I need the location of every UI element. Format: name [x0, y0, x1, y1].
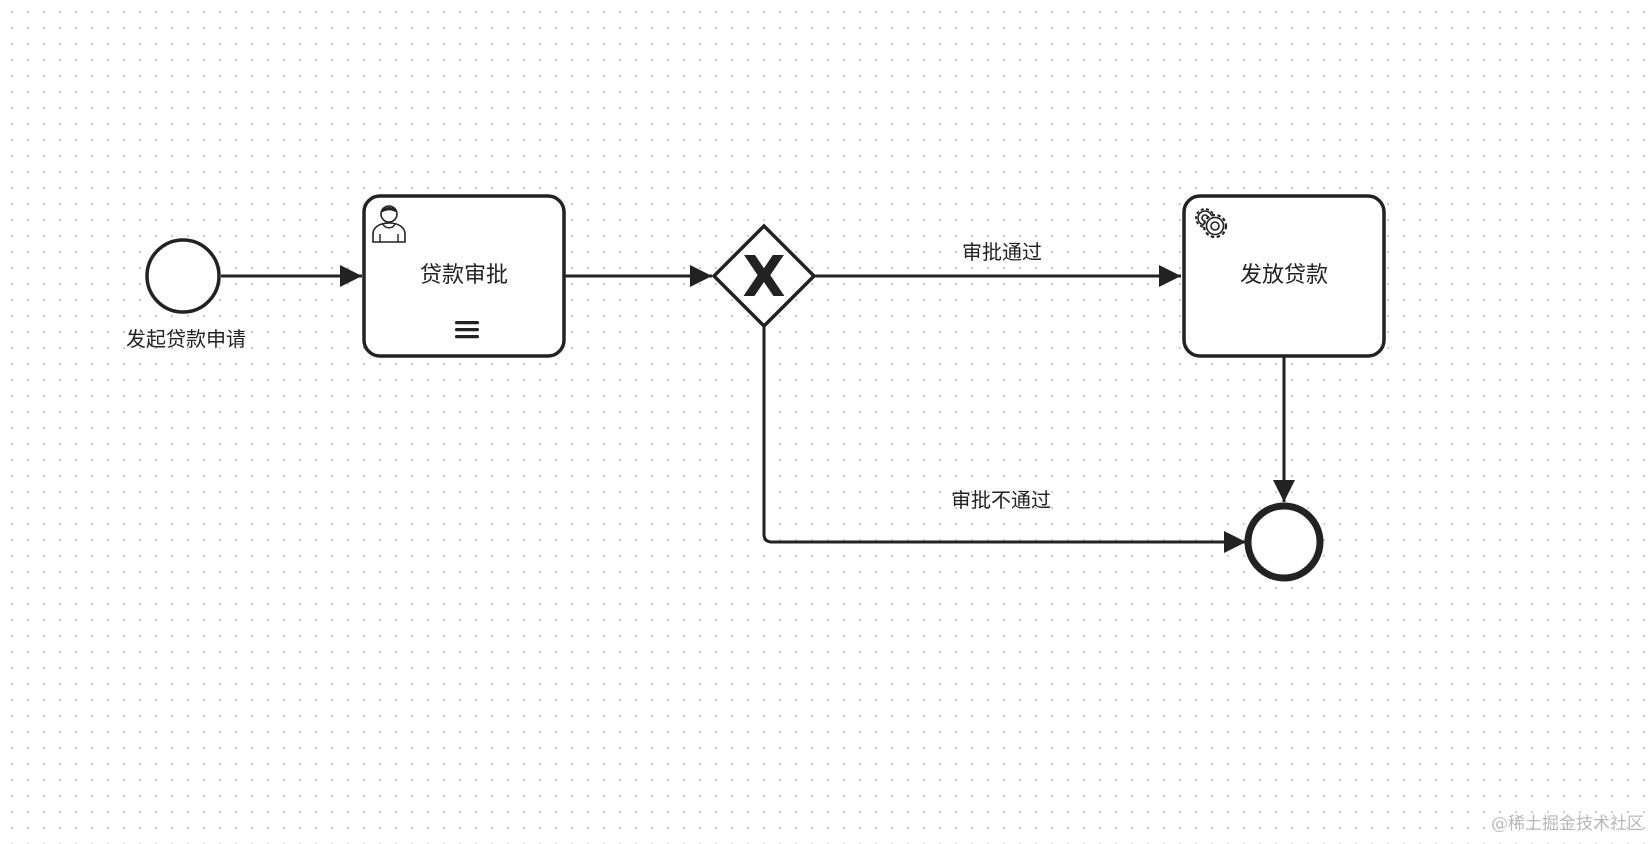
task-loan-disbursement[interactable]: 发放贷款 [1182, 194, 1386, 358]
start-event-label: 发起贷款申请 [126, 327, 246, 351]
task-loan-approval-label: 贷款审批 [420, 263, 508, 288]
gear-icon [1195, 208, 1228, 239]
task-loan-approval[interactable]: 贷款审批 [362, 194, 566, 358]
start-event[interactable] [145, 238, 221, 314]
watermark: @稀土掘金技术社区 [1491, 814, 1644, 834]
user-icon [372, 205, 406, 243]
end-event[interactable] [1244, 502, 1324, 582]
flow-rejected[interactable] [762, 326, 1246, 553]
flow-rejected-label: 审批不通过 [951, 488, 1051, 512]
gateway-x-marker: X [742, 245, 785, 310]
hamburger-menu-icon[interactable] [455, 321, 479, 339]
exclusive-gateway[interactable]: X [711, 223, 817, 329]
flow-approved-label: 审批通过 [962, 240, 1042, 264]
task-loan-disbursement-label: 发放贷款 [1240, 263, 1328, 288]
